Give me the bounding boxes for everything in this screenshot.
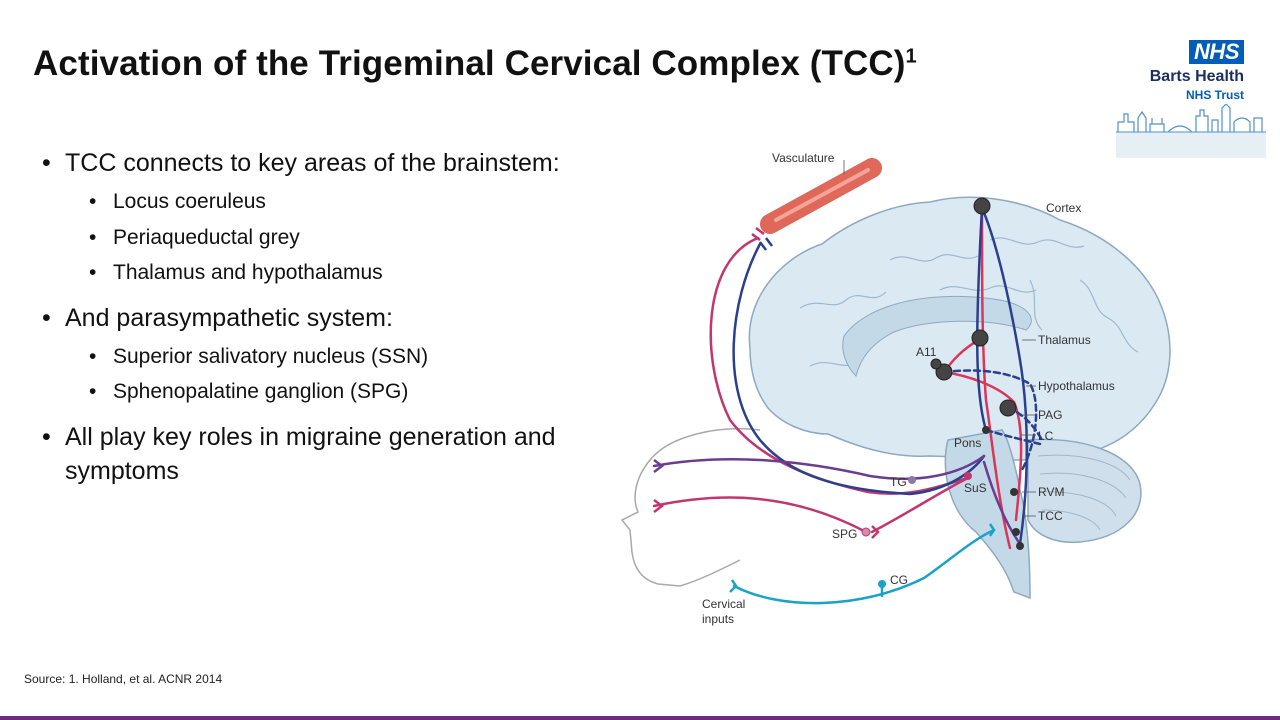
cyan-cervical-pathway (732, 528, 996, 605)
navy-dashed-link-3 (984, 428, 1042, 446)
navy-dashed-link-1 (942, 369, 1038, 472)
sub-bullet-text: Superior salivatory nucleus (SSN) (113, 344, 429, 368)
sub-bullet-glyph: • (89, 261, 97, 284)
bullet-text: All play key roles in migraine generatio… (65, 422, 556, 485)
sub-bullet-thalamus-hypothalamus: • Thalamus and hypothalamus (65, 255, 560, 291)
nhs-badge: NHS (1189, 40, 1244, 64)
label-thalamus: Thalamus (1038, 333, 1091, 347)
slide-title: Activation of the Trigeminal Cervical Co… (33, 44, 917, 84)
label-hypothalamus: Hypothalamus (1038, 379, 1115, 393)
bullet-glyph: • (42, 149, 51, 177)
sub-bullet-text: Locus coeruleus (113, 190, 266, 213)
bottom-divider (0, 716, 1280, 720)
brain-outline (748, 196, 1171, 461)
label-pons: Pons (954, 436, 981, 450)
bullet-item-3: • All play key roles in migraine generat… (40, 420, 560, 488)
bullet-item-2: • And parasympathetic system: • Superior … (40, 301, 560, 410)
sub-bullet-locus-coeruleus: • Locus coeruleus (65, 184, 560, 220)
bullet-glyph: • (42, 303, 51, 332)
bullet-item-1: • TCC connects to key areas of the brain… (40, 146, 560, 291)
corpus-callosum (842, 295, 1032, 377)
label-inputs: inputs (702, 612, 734, 626)
sub-bullet-periaqueductal-grey: • Periaqueductal grey (65, 220, 560, 256)
label-a11: A11 (916, 345, 937, 359)
tcc-pathway-diagram: Vasculature Cortex Thalamus A11 Hypothal… (620, 151, 1171, 626)
cortex-node (973, 197, 991, 215)
vasculature-highlight (774, 168, 870, 222)
label-cg: CG (890, 573, 908, 587)
purple-descending-pathway (982, 460, 1022, 546)
org-name: Barts Health (1149, 68, 1244, 85)
sub-bullet-glyph: • (89, 344, 97, 368)
a11-node-small (930, 358, 942, 370)
a11-node (935, 363, 953, 381)
cg-ganglion (878, 580, 886, 588)
sub-bullet-ssn: • Superior salivatory nucleus (SSN) (65, 339, 560, 375)
nuclei (861, 197, 1024, 588)
source-citation: Source: 1. Holland, et al. ACNR 2014 (24, 672, 223, 686)
label-pag: PAG (1038, 408, 1062, 422)
label-cervical: Cervical (702, 597, 745, 611)
label-lc: LC (1038, 429, 1054, 443)
sub-bullet-text: Thalamus and hypothalamus (113, 261, 383, 284)
slide-title-text: Activation of the Trigeminal Cervical Co… (33, 44, 906, 83)
org-sub: NHS Trust (1185, 88, 1244, 102)
navy-trigeminal-pathway (732, 242, 986, 496)
barts-health-logo: NHS Barts Health NHS Trust (1112, 38, 1270, 162)
head-silhouette (620, 428, 761, 587)
bullet-list: • TCC connects to key areas of the brain… (40, 146, 560, 498)
tcc-node (1012, 528, 1020, 536)
spg-ganglion (861, 527, 871, 537)
magenta-facial-pathway (652, 496, 868, 534)
bullet-text: And parasympathetic system: (65, 303, 393, 332)
cerebellum (1027, 438, 1142, 544)
bullet-glyph: • (42, 422, 51, 451)
sub-bullet-glyph: • (89, 380, 97, 403)
title-superscript: 1 (905, 45, 917, 68)
sub-bullet-glyph: • (89, 225, 97, 249)
london-skyline-icon (1116, 104, 1266, 158)
sub-bullet-glyph: • (89, 190, 97, 213)
sub-bullet-text: Sphenopalatine ganglion (SPG) (113, 380, 409, 403)
tcc-node-low (1016, 542, 1024, 550)
label-vasculature: Vasculature (772, 151, 835, 165)
magenta-pathway (709, 236, 970, 495)
label-tcc: TCC (1038, 509, 1063, 523)
sub-bullet-spg: • Sphenopalatine ganglion (SPG) (65, 374, 560, 410)
bullet-text: TCC connects to key areas of the brainst… (65, 149, 560, 177)
pag-node (999, 399, 1017, 417)
spg-ssn-pathway (870, 476, 970, 534)
sus-node (964, 472, 972, 480)
label-rvm: RVM (1038, 485, 1064, 499)
sub-bullet-text: Periaqueductal grey (113, 225, 300, 249)
purple-ophthalmic-pathway (652, 454, 986, 481)
nerve-endings (653, 227, 996, 593)
tg-ganglion (908, 476, 916, 484)
red-ascending-pathway (980, 206, 1012, 550)
label-leaders (843, 160, 1036, 517)
cerebellum-folia (1037, 454, 1131, 531)
lc-node (982, 426, 990, 434)
label-cortex: Cortex (1046, 201, 1081, 215)
thalamus-node (971, 329, 989, 347)
label-spg: SPG (832, 527, 857, 541)
label-tg: TG (890, 475, 907, 489)
rvm-node (1010, 488, 1018, 496)
label-sus: SuS (964, 481, 987, 495)
